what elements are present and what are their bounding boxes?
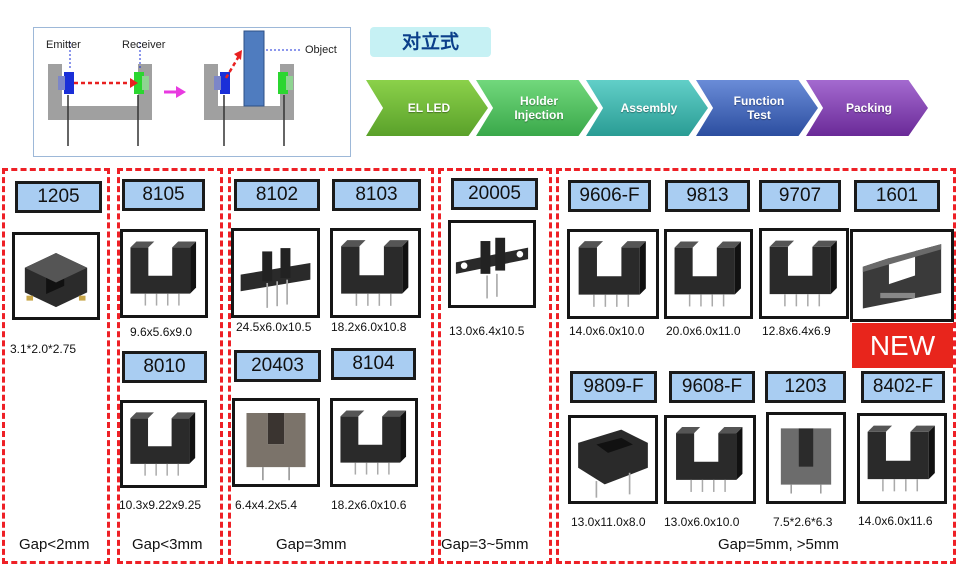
process-step-el-led: EL LED (366, 80, 488, 136)
gap-label: Gap<2mm (19, 536, 90, 553)
page-title: 对立式 (370, 27, 491, 57)
product-photo-1205 (12, 232, 100, 320)
product-photo-8402-f (857, 413, 947, 504)
model-tag: 9608-F (669, 371, 755, 403)
gap-label: Gap=3mm (276, 536, 347, 553)
dimension-label: 18.2x6.0x10.6 (331, 498, 407, 512)
model-tag: 9606-F (568, 180, 651, 212)
product-photo-9608-f (664, 415, 756, 504)
dimension-label: 3.1*2.0*2.75 (10, 342, 77, 356)
model-tag: 8103 (332, 179, 421, 211)
product-photo-9606-f (567, 229, 659, 319)
process-step-assembly: Assembly (586, 80, 708, 136)
product-photo-1601 (850, 229, 954, 322)
group-gap-under-2mm (2, 168, 110, 564)
model-tag: 1205 (15, 181, 102, 213)
dimension-label: 13.0x11.0x8.0 (571, 515, 646, 529)
model-tag: 8102 (234, 179, 320, 211)
dimension-label: 20.0x6.0x11.0 (666, 324, 741, 338)
model-tag: 8010 (122, 351, 207, 383)
model-tag: 8105 (122, 179, 205, 211)
new-badge: NEW (852, 323, 953, 368)
product-photo-8103 (330, 228, 421, 318)
gap-label: Gap=5mm, >5mm (718, 536, 839, 553)
slot-sensor-illustration (48, 30, 302, 146)
object-label: Object (305, 44, 337, 56)
product-photo-20403 (232, 398, 320, 487)
model-tag: 8104 (331, 348, 416, 380)
process-step-packing: Packing (806, 80, 928, 136)
gap-label: Gap<3mm (132, 536, 203, 553)
product-photo-8102 (231, 228, 320, 318)
dimension-label: 10.3x9.22x9.25 (119, 498, 202, 512)
holder-with-object (204, 30, 302, 146)
model-tag: 20005 (451, 178, 538, 210)
product-photo-9813 (664, 229, 753, 319)
principle-diagram: Emitter Receiver Object (33, 27, 351, 157)
model-tag: 8402-F (861, 371, 945, 403)
magenta-arrow-icon (164, 86, 186, 98)
dimension-label: 13.0x6.0x10.0 (664, 515, 740, 529)
product-photo-9809-f (568, 415, 658, 504)
dimension-label: 7.5*2.6*6.3 (773, 515, 833, 529)
product-photo-9707 (759, 228, 849, 319)
product-photo-20005 (448, 220, 536, 308)
gap-label: Gap=3~5mm (441, 536, 529, 553)
emitter-label: Emitter (46, 39, 81, 51)
model-tag: 20403 (234, 350, 321, 382)
dimension-label: 9.6x5.6x9.0 (130, 325, 193, 339)
product-photo-8105 (120, 229, 208, 318)
dimension-label: 13.0x6.4x10.5 (449, 324, 525, 338)
holder-without-object (48, 42, 152, 146)
model-tag: 9809-F (570, 371, 657, 403)
receiver-label: Receiver (122, 39, 166, 51)
dimension-label: 14.0x6.0x11.6 (858, 514, 933, 528)
model-tag: 1601 (854, 180, 940, 212)
model-tag: 9813 (665, 180, 750, 212)
product-photo-8104 (330, 398, 418, 487)
dimension-label: 12.8x6.4x6.9 (762, 324, 831, 338)
dimension-label: 18.2x6.0x10.8 (331, 320, 407, 334)
dimension-label: 6.4x4.2x5.4 (235, 498, 298, 512)
product-photo-8010 (120, 400, 207, 488)
model-tag: 9707 (759, 180, 841, 212)
product-photo-1203 (766, 412, 846, 504)
dimension-label: 24.5x6.0x10.5 (236, 320, 312, 334)
dimension-label: 14.0x6.0x10.0 (569, 324, 645, 338)
model-tag: 1203 (765, 371, 846, 403)
